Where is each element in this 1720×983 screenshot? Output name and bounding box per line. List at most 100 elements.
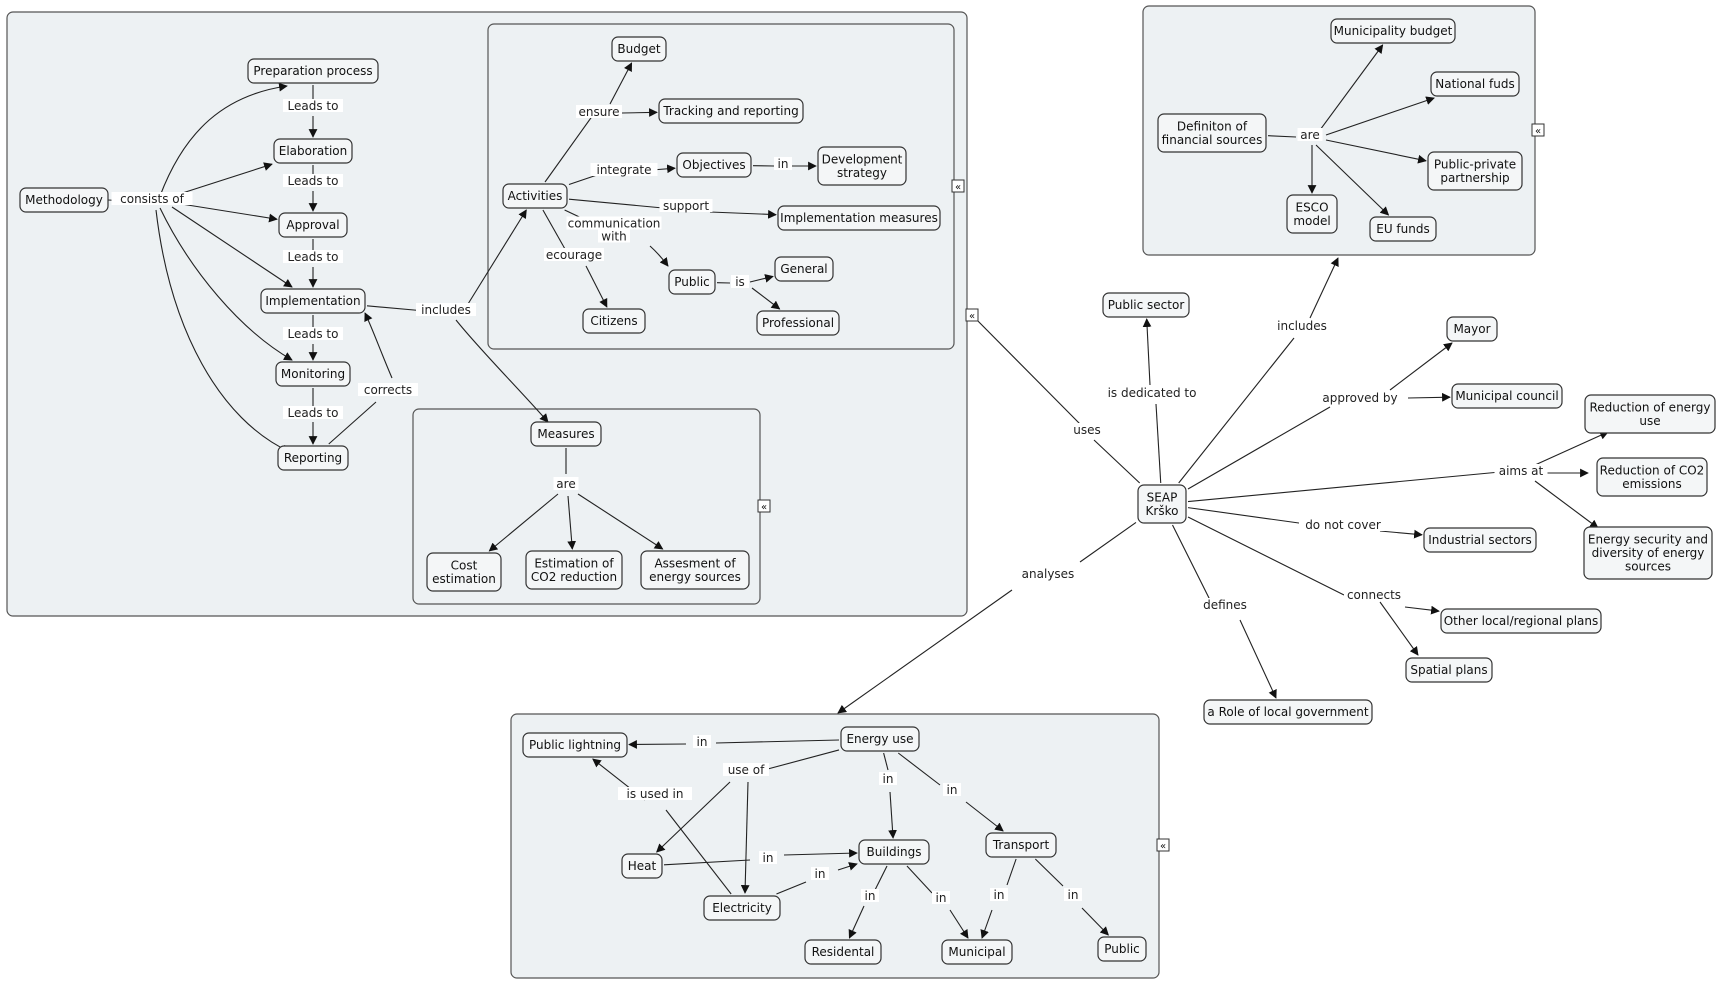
- node-national[interactable]: National fuds: [1430, 71, 1520, 97]
- node-otherplans[interactable]: Other local/regional plans: [1440, 608, 1602, 634]
- link-label-uses: uses: [1071, 423, 1103, 437]
- node-professional[interactable]: Professional: [756, 310, 840, 336]
- link-label-is: is: [731, 275, 749, 289]
- node-elab[interactable]: Elaboration: [273, 138, 353, 164]
- node-energyuse[interactable]: Energy use: [840, 726, 920, 752]
- link-label-communication-text-1: with: [601, 230, 626, 244]
- node-impl[interactable]: Implementation: [260, 288, 366, 314]
- link-label-in_pl-text: in: [697, 735, 708, 749]
- link-label-leadsto5: Leads to: [283, 406, 343, 420]
- collapse-toggle-3[interactable]: «: [757, 499, 771, 513]
- edge: [763, 749, 840, 771]
- node-seap-text-0: SEAP: [1147, 490, 1178, 504]
- node-public_act-text: Public: [674, 275, 710, 289]
- node-rolelocal[interactable]: a Role of local government: [1203, 699, 1373, 725]
- collapse-toggle-2[interactable]: «: [965, 308, 979, 322]
- link-label-includes2-text: includes: [1277, 319, 1327, 333]
- node-tracking-text: Tracking and reporting: [662, 104, 798, 118]
- node-electricity[interactable]: Electricity: [703, 895, 781, 921]
- edge: [544, 114, 594, 183]
- edge: [709, 209, 777, 219]
- link-label-consistsof: consists of: [111, 192, 193, 206]
- node-publight[interactable]: Public lightning: [522, 732, 628, 758]
- node-approval[interactable]: Approval: [278, 212, 348, 238]
- node-monitoring-text: Monitoring: [281, 367, 345, 381]
- node-spatial[interactable]: Spatial plans: [1405, 657, 1493, 683]
- node-objectives[interactable]: Objectives: [676, 152, 752, 178]
- edge: [1267, 135, 1297, 138]
- node-measures-text: Measures: [537, 427, 594, 441]
- edge: [649, 245, 669, 267]
- link-label-in_tm: in: [990, 888, 1008, 902]
- link-label-defines-text: defines: [1203, 598, 1247, 612]
- node-pubsector[interactable]: Public sector: [1102, 292, 1190, 318]
- link-label-approvedby: approved by: [1319, 391, 1401, 405]
- link-label-in_t-text: in: [947, 783, 958, 797]
- node-monitoring[interactable]: Monitoring: [275, 361, 351, 387]
- node-reporting[interactable]: Reporting: [277, 445, 349, 471]
- node-measures[interactable]: Measures: [530, 421, 602, 447]
- node-transport[interactable]: Transport: [985, 832, 1057, 858]
- node-public_act[interactable]: Public: [668, 269, 716, 295]
- node-implmeas[interactable]: Implementation measures: [777, 205, 941, 231]
- edge: [1319, 44, 1384, 131]
- link-label-useof-text: use of: [728, 763, 765, 777]
- node-eu[interactable]: EU funds: [1369, 216, 1437, 242]
- node-municipal[interactable]: Municipal: [941, 939, 1013, 965]
- node-objectives-text: Objectives: [682, 158, 745, 172]
- node-otherplans-text: Other local/regional plans: [1444, 614, 1599, 628]
- link-label-are2: are: [1297, 128, 1323, 142]
- link-label-are1: are: [553, 477, 579, 491]
- node-municipal-text: Municipal: [948, 945, 1005, 959]
- node-heat[interactable]: Heat: [621, 853, 663, 879]
- link-label-includes1-text: includes: [421, 303, 471, 317]
- node-budget-text: Budget: [617, 42, 660, 56]
- edge: [1093, 439, 1141, 484]
- node-energyuse-text: Energy use: [846, 732, 913, 746]
- collapse-toggle-5[interactable]: «: [1156, 838, 1170, 852]
- node-budget[interactable]: Budget: [611, 36, 667, 62]
- collapse-toggle-1[interactable]: «: [951, 179, 965, 193]
- link-label-in_tp: in: [1064, 888, 1082, 902]
- edge: [965, 801, 1004, 832]
- edge: [883, 752, 889, 771]
- collapse-toggle-4[interactable]: «: [1531, 123, 1545, 137]
- node-tracking[interactable]: Tracking and reporting: [658, 98, 804, 124]
- edge: [751, 287, 781, 310]
- node-mayor-text: Mayor: [1453, 322, 1490, 336]
- node-mayor[interactable]: Mayor: [1446, 316, 1498, 342]
- node-munbudget[interactable]: Municipality budget: [1330, 18, 1456, 44]
- node-buildings[interactable]: Buildings: [858, 839, 930, 865]
- node-industrial[interactable]: Industrial sectors: [1423, 527, 1537, 553]
- edge: [1407, 392, 1451, 402]
- node-activities[interactable]: Activities: [502, 183, 568, 209]
- link-label-communication-text-0: communication: [568, 217, 661, 231]
- node-council[interactable]: Municipal council: [1451, 383, 1563, 409]
- edge: [621, 108, 658, 117]
- node-general[interactable]: General: [774, 256, 834, 282]
- link-label-approvedby-text: approved by: [1322, 391, 1397, 405]
- node-prep[interactable]: Preparation process: [247, 58, 379, 84]
- node-residental[interactable]: Residental: [804, 939, 882, 965]
- link-label-leadsto1-text: Leads to: [288, 99, 339, 113]
- edge: [628, 740, 687, 749]
- node-esco-text-0: ESCO: [1295, 200, 1328, 214]
- node-assess-text-0: Assesment of: [654, 556, 736, 570]
- node-methodology[interactable]: Methodology: [19, 187, 109, 213]
- node-security-text-1: diversity of energy: [1592, 546, 1705, 560]
- node-public_tr[interactable]: Public: [1097, 936, 1147, 962]
- node-devstrat-text-0: Development: [822, 152, 903, 166]
- link-label-dedicated: is dedicated to: [1097, 386, 1207, 400]
- node-citizens[interactable]: Citizens: [582, 308, 646, 334]
